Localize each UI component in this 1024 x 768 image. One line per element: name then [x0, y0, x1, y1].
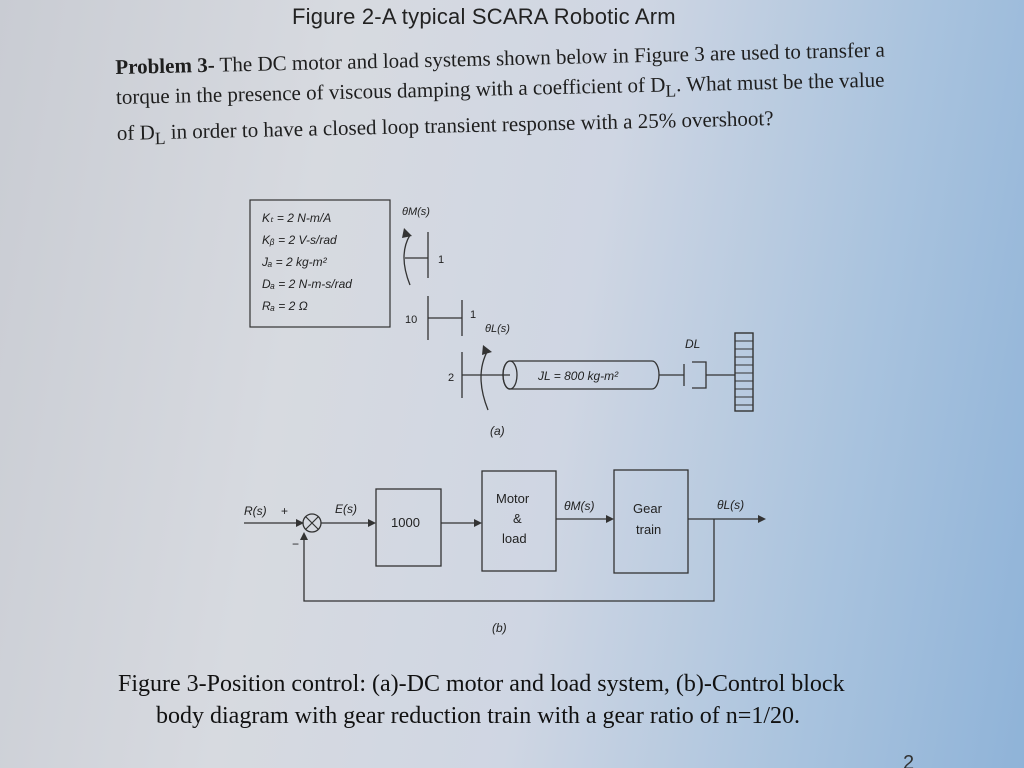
param-da: Dₐ = 2 N-m-s/rad — [262, 277, 352, 291]
error-arrowhead — [368, 519, 376, 527]
figure-a-caption: (a) — [490, 424, 505, 438]
gear10-teeth: 10 — [405, 314, 417, 326]
gear-line2: train — [636, 522, 661, 537]
param-ja: Jₐ = 2 kg-m² — [261, 255, 328, 269]
input-label: R(s) — [244, 504, 267, 518]
figure-b-caption: (b) — [492, 621, 507, 635]
gear2-teeth: 2 — [448, 372, 454, 384]
feedback-arrowhead — [300, 532, 308, 540]
rotation-arrowhead-m — [402, 228, 412, 238]
load-label: JL = 800 kg-m² — [537, 369, 619, 383]
gear-line1: Gear — [633, 501, 663, 516]
figure2-title: Figure 2-A typical SCARA Robotic Arm — [292, 4, 676, 29]
rotation-arrowhead-l — [482, 345, 492, 355]
error-label: E(s) — [335, 502, 357, 516]
param-box — [249, 199, 391, 328]
motor-line3: load — [502, 531, 527, 546]
motor-load-block — [481, 470, 557, 572]
page-number: 2 — [903, 752, 915, 768]
motor-line2: & — [513, 511, 522, 526]
rotation-arrow-m — [403, 234, 411, 286]
damper-cup — [692, 361, 707, 389]
gain-out-arrowhead — [474, 519, 482, 527]
param-kt: Kₜ = 2 N-m/A — [262, 211, 331, 225]
output-arrowhead — [758, 515, 766, 523]
gain-block — [375, 488, 442, 567]
output-label: θL(s) — [717, 498, 744, 512]
figure3-caption-line1: Figure 3-Position control: (a)-DC motor … — [118, 671, 845, 697]
theta-m-label-a: θM(s) — [402, 206, 430, 218]
gear1b-teeth: 1 — [470, 309, 476, 321]
gear1-teeth: 1 — [438, 254, 444, 266]
wall-hatch — [735, 340, 753, 406]
motor-line1: Motor — [496, 491, 530, 506]
param-ra: Rₐ = 2 Ω — [262, 299, 308, 313]
plus-sign: + — [281, 504, 288, 518]
figure3-caption: Figure 3-Position control: (a)-DC motor … — [118, 668, 918, 732]
wall — [734, 332, 754, 412]
input-arrowhead — [296, 519, 304, 527]
damper-label: DL — [685, 337, 700, 351]
rotation-arrow-l — [480, 349, 489, 411]
theta-l-label-a: θL(s) — [485, 323, 510, 335]
motor-out-arrowhead — [606, 515, 614, 523]
gain-value: 1000 — [391, 515, 420, 530]
minus-sign: − — [292, 537, 299, 551]
figure3-caption-line2: body diagram with gear reduction train w… — [156, 703, 801, 729]
gear-train-block — [613, 469, 689, 574]
summing-cross — [305, 516, 319, 530]
load-end — [502, 360, 518, 390]
param-kb: Kᵦ = 2 V-s/rad — [262, 233, 337, 247]
theta-m-label-b: θM(s) — [564, 499, 595, 513]
feedback-path — [303, 519, 715, 602]
